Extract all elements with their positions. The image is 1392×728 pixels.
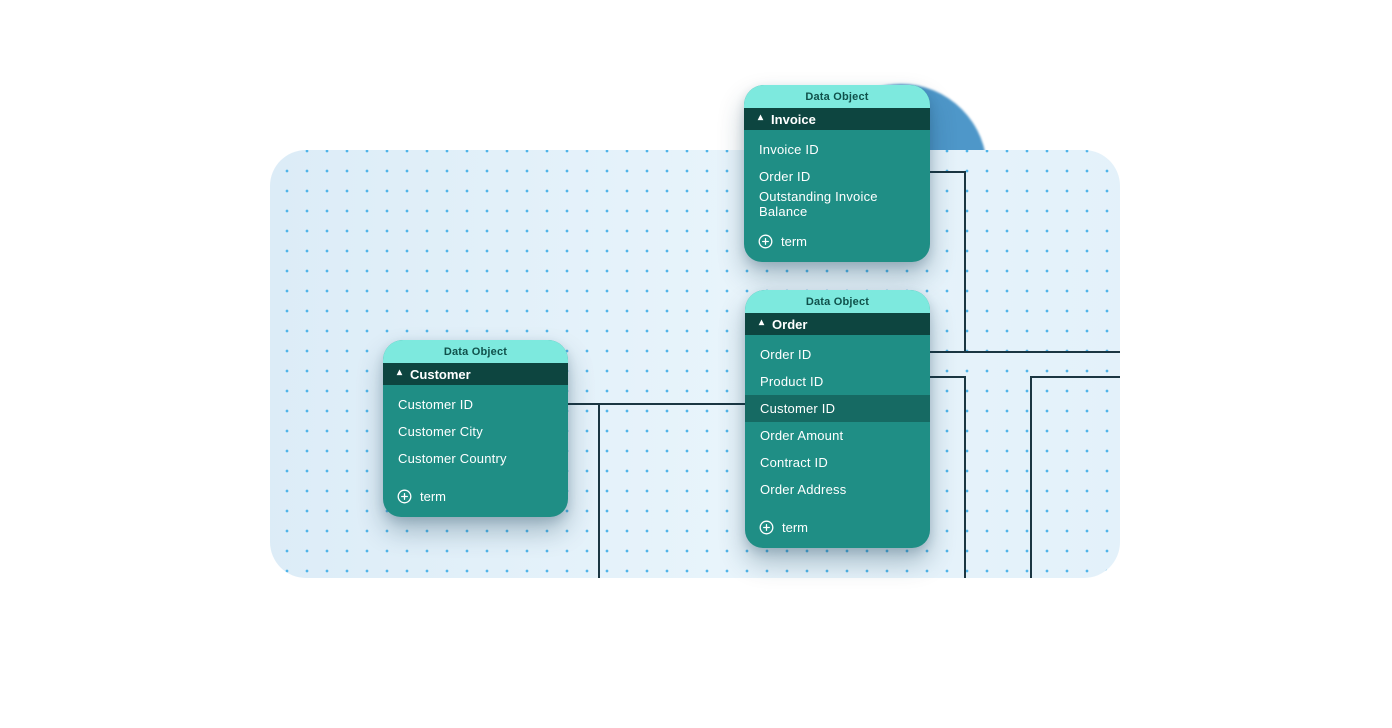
connector-customer-customerid-to-order <box>568 403 745 405</box>
plus-circle-icon <box>758 234 773 248</box>
collapse-arrow-icon[interactable]: ▴ <box>759 317 765 328</box>
field-row-customer-id[interactable]: Customer ID <box>745 395 930 422</box>
plus-circle-icon <box>397 489 412 503</box>
connector-invoice-orderid-elbow <box>964 171 966 353</box>
plus-circle-icon <box>759 520 774 534</box>
card-title: Customer <box>410 366 471 382</box>
card-title-bar[interactable]: ▴ Invoice <box>744 108 930 130</box>
field-row-customer-city[interactable]: Customer City <box>398 424 483 439</box>
card-title: Order <box>772 316 808 332</box>
connector-offscreen-right-elbow-down <box>1030 376 1032 578</box>
card-type-badge: Data Object <box>383 340 568 363</box>
field-row-order-address[interactable]: Order Address <box>760 482 847 497</box>
field-row-order-id[interactable]: Order ID <box>760 347 812 362</box>
card-title-bar[interactable]: ▴ Order <box>745 313 930 335</box>
connector-order-orderid-to-edge <box>928 351 1120 353</box>
field-list: Invoice ID Order ID Outstanding Invoice Ba… <box>744 130 930 219</box>
card-title: Invoice <box>771 111 816 127</box>
add-term-label: term <box>782 519 808 535</box>
card-title-bar[interactable]: ▴ Customer <box>383 363 568 385</box>
card-type-label: Data Object <box>805 90 869 103</box>
add-term-button[interactable]: term <box>745 514 930 540</box>
add-term-label: term <box>781 233 807 249</box>
data-object-card-invoice[interactable]: Data Object ▴ Invoice Invoice ID Order ID… <box>744 85 930 262</box>
connector-customer-customerid-to-order <box>598 403 600 578</box>
field-row-order-id[interactable]: Order ID <box>759 169 811 184</box>
field-list: Order ID Product ID Customer ID Order Amoun… <box>745 335 930 503</box>
connector-order-productid-elbow-down <box>928 376 966 378</box>
collapse-arrow-icon[interactable]: ▴ <box>397 367 403 378</box>
card-type-label: Data Object <box>443 345 508 358</box>
add-term-button[interactable]: term <box>744 228 930 254</box>
field-row-customer-country[interactable]: Customer Country <box>398 451 507 466</box>
connector-order-productid-elbow-down <box>964 376 966 578</box>
field-row-order-amount[interactable]: Order Amount <box>760 428 844 443</box>
card-type-label: Data Object <box>805 295 870 308</box>
card-type-badge: Data Object <box>744 85 930 108</box>
card-type-badge: Data Object <box>745 290 930 313</box>
connector-offscreen-right-elbow-down <box>1030 376 1120 378</box>
field-row-product-id[interactable]: Product ID <box>760 374 824 389</box>
field-row-outstanding-invoice-balance[interactable]: Outstanding Invoice Balance <box>759 188 878 219</box>
field-row-invoice-id[interactable]: Invoice ID <box>759 142 819 157</box>
field-row-customer-id[interactable]: Customer ID <box>398 397 474 412</box>
connector-invoice-orderid-elbow <box>928 171 966 173</box>
add-term-label: term <box>420 488 446 504</box>
add-term-button[interactable]: term <box>383 483 568 509</box>
data-object-card-order[interactable]: Data Object ▴ Order Order ID Product ID Cu… <box>745 290 930 548</box>
field-row-contract-id[interactable]: Contract ID <box>760 455 828 470</box>
collapse-arrow-icon[interactable]: ▴ <box>758 112 764 123</box>
